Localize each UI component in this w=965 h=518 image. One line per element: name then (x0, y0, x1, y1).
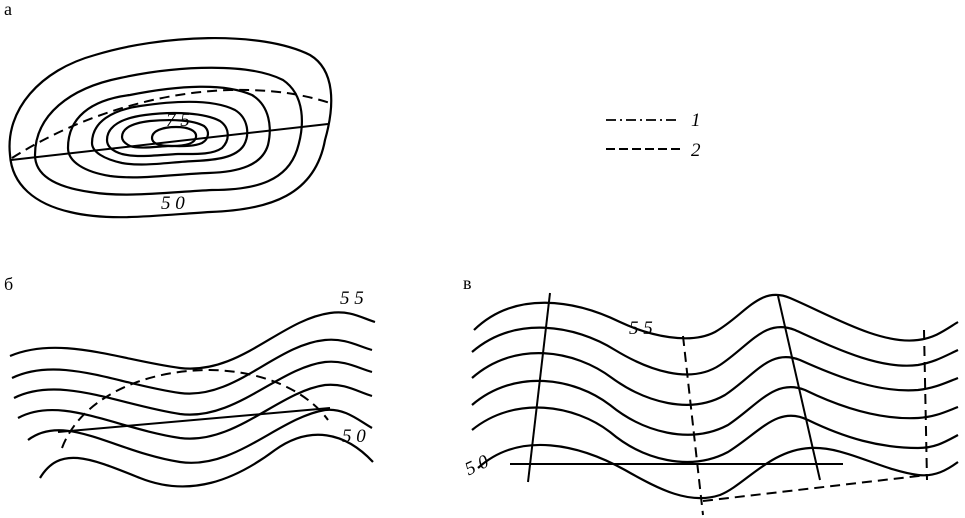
panel-v-dashed-connector-2 (702, 474, 928, 502)
panel-v-contour-6 (477, 443, 959, 500)
panel-a-contour-label-75: 7 5 (166, 110, 190, 131)
panel-a-contour-outer (8, 36, 333, 219)
panel-a-contour-label-50: 5 0 (161, 193, 185, 214)
panel-v-contour-4 (471, 379, 959, 436)
panel-b-contour-3 (13, 360, 373, 416)
panel-a-contour-top (150, 125, 198, 148)
panel-a-contour-2 (33, 66, 303, 196)
panel-a-axis-line-1 (10, 123, 329, 161)
panel-b-contour-label-50: 5 0 (342, 426, 366, 447)
legend-label-2: 2 (691, 140, 701, 161)
panel-b: б 5 5 5 0 (4, 274, 376, 488)
panel-a: а 7 5 5 0 (4, 0, 333, 219)
panel-b-contour-6 (39, 433, 374, 488)
panel-v-contour-3 (471, 352, 959, 406)
legend: 1 2 (606, 110, 701, 161)
panel-v-valley-line-1 (682, 335, 704, 516)
panel-b-contour-2 (11, 338, 373, 395)
panel-a-dashed-line-2 (11, 88, 331, 159)
panel-v: в 5 5 5 0 (462, 273, 959, 516)
panel-b-contour-5 (27, 408, 373, 464)
panel-v-valley-line-2 (923, 329, 928, 481)
panel-v-contour-label-50: 5 0 (462, 451, 493, 480)
panel-a-contour-5 (105, 111, 229, 158)
panel-a-contour-4 (90, 100, 249, 166)
legend-label-1: 1 (691, 110, 701, 131)
panel-b-contour-1 (9, 311, 376, 370)
panel-v-label: в (463, 273, 472, 293)
panel-b-label: б (4, 274, 13, 294)
panel-b-contour-4 (17, 383, 373, 440)
panel-v-contour-label-55: 5 5 (629, 318, 653, 339)
panel-b-axis-line-1 (57, 407, 331, 433)
panel-v-contour-2 (471, 326, 959, 376)
panel-v-ridge-line-2 (777, 295, 821, 481)
panel-a-label: а (4, 0, 12, 19)
panel-v-ridge-line-1 (527, 292, 551, 483)
panel-v-contour-5 (471, 406, 959, 464)
panel-b-contour-label-55: 5 5 (340, 288, 364, 309)
panel-a-contour-3 (66, 85, 271, 179)
panel-b-dashed-arc-2 (61, 368, 329, 449)
panel-v-contour-1 (473, 293, 959, 342)
